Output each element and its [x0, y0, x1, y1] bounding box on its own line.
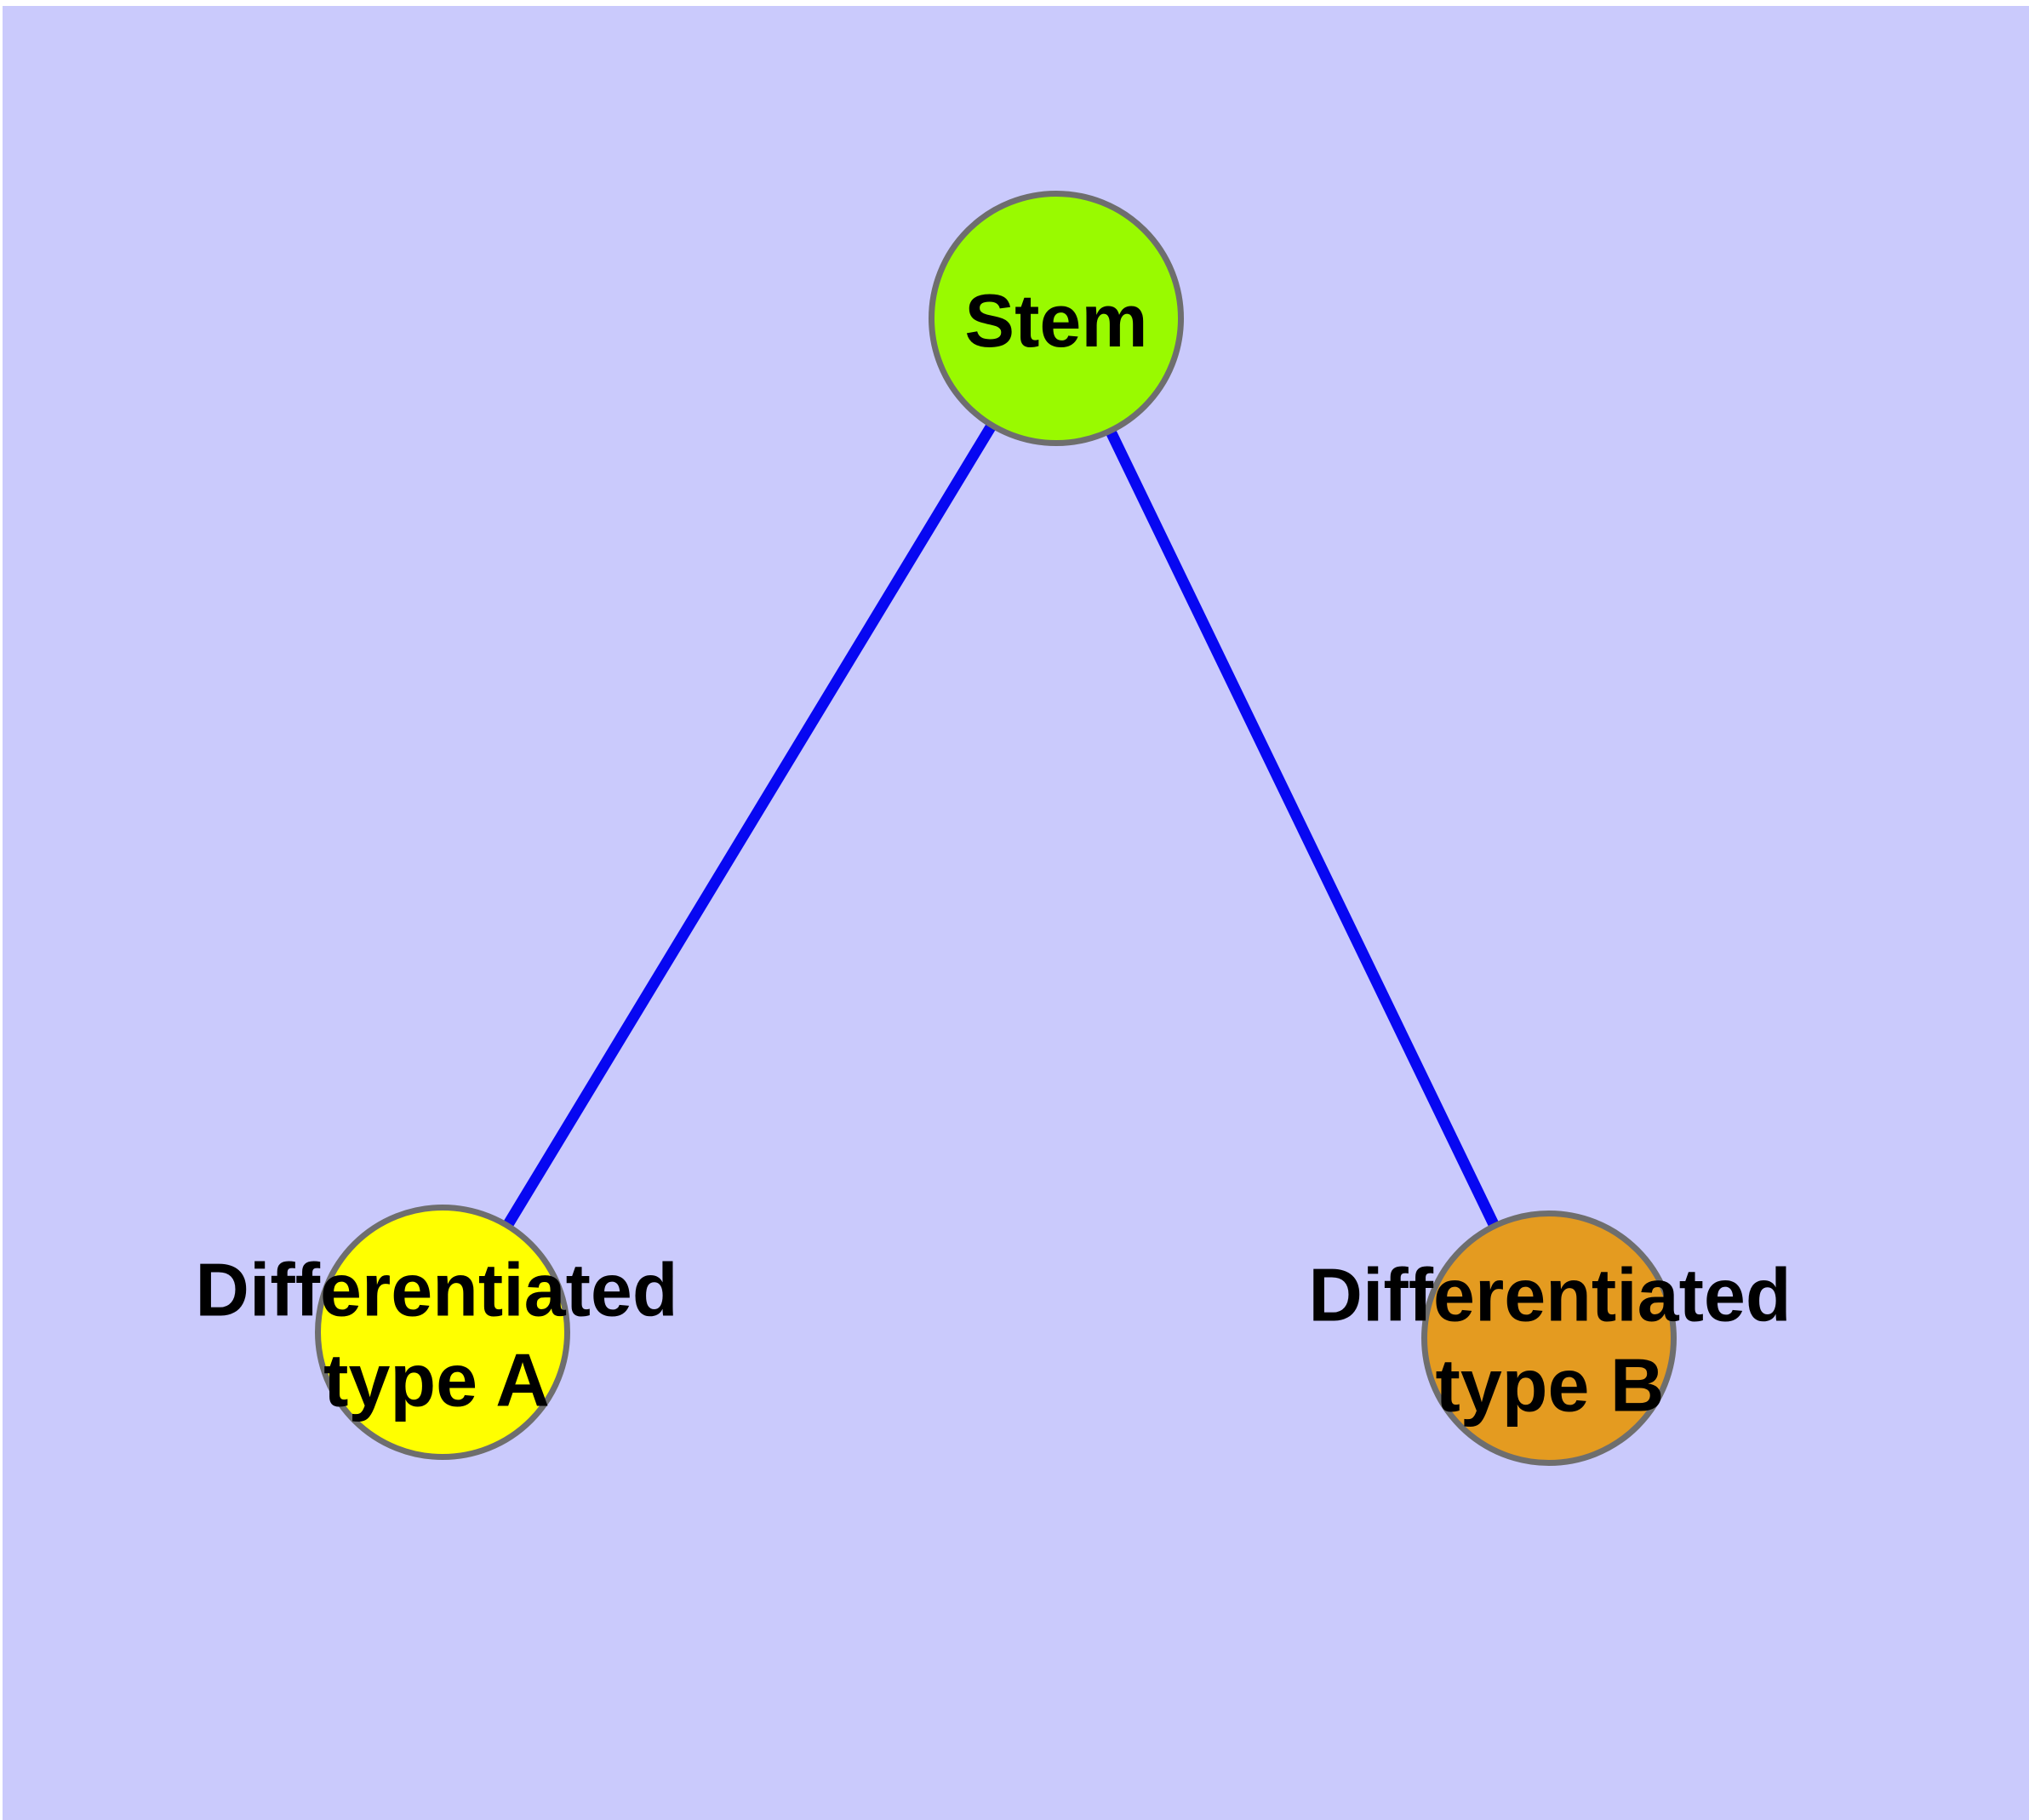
node-differentiated-type-b	[1421, 1210, 1677, 1466]
node-differentiated-type-a	[315, 1205, 570, 1460]
node-stem	[929, 191, 1184, 446]
